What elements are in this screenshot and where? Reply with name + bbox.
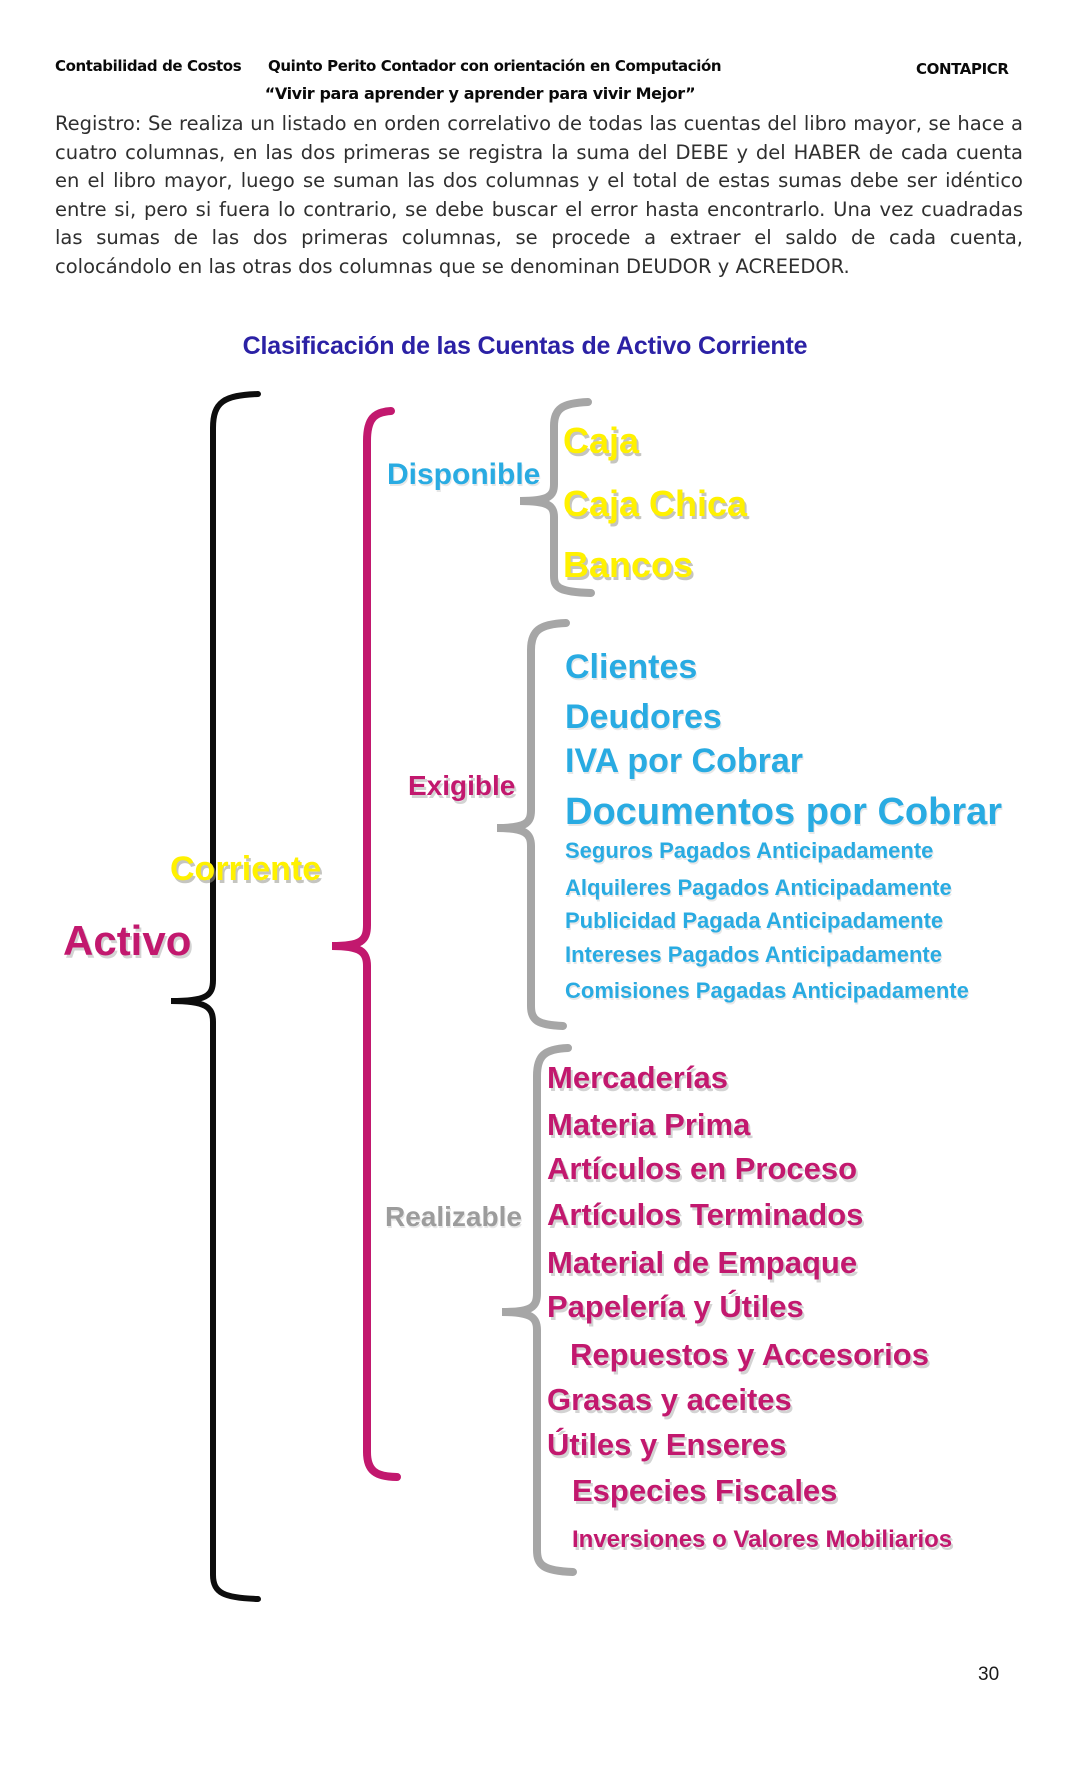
label-activo: Activo: [63, 917, 192, 964]
label-exigible: Exigible: [408, 770, 516, 801]
item-iva-por-cobrar: IVA por Cobrar: [565, 742, 804, 780]
item-grasas-y-aceites: Grasas y aceites: [547, 1382, 792, 1417]
label-realizable: Realizable: [385, 1201, 522, 1232]
header-course: Contabilidad de Costos: [55, 57, 242, 75]
item-material-de-empaque: Material de Empaque: [547, 1245, 858, 1280]
item-publicidad-pagada: Publicidad Pagada Anticipadamente: [565, 908, 944, 933]
header-program: Quinto Perito Contador con orientación e…: [268, 57, 722, 75]
item-articulos-en-proceso: Artículos en Proceso: [547, 1151, 858, 1186]
label-disponible: Disponible: [387, 458, 541, 491]
diagram-title: Clasificación de las Cuentas de Activo C…: [242, 332, 808, 360]
item-utiles-y-enseres: Útiles y Enseres: [547, 1427, 787, 1462]
item-deudores: Deudores: [565, 698, 722, 736]
item-repuestos-y-accesorios: Repuestos y Accesorios: [570, 1337, 929, 1372]
item-seguros-pagados: Seguros Pagados Anticipadamente: [565, 838, 934, 863]
activo-brace: [170, 391, 261, 1602]
item-inversiones-valores: Inversiones o Valores Mobiliarios: [572, 1526, 953, 1553]
item-papeleria-y-utiles: Papelería y Útiles: [547, 1289, 804, 1324]
corriente-brace: [331, 407, 401, 1481]
exigible-brace: [496, 619, 570, 1030]
header-brand: CONTAPICR: [916, 60, 1009, 78]
item-articulos-terminados: Artículos Terminados: [547, 1197, 864, 1232]
item-materia-prima: Materia Prima: [547, 1107, 751, 1142]
item-documentos-por-cobrar: Documentos por Cobrar: [565, 791, 1003, 833]
item-caja: Caja: [563, 420, 640, 461]
item-clientes: Clientes: [565, 648, 698, 686]
registro-paragraph: Registro: Se realiza un listado en orden…: [55, 112, 1023, 278]
item-caja-chica: Caja Chica: [563, 483, 748, 524]
item-bancos: Bancos: [563, 544, 694, 585]
item-mercaderias: Mercaderías: [547, 1060, 728, 1095]
page-number: 30: [978, 1664, 1000, 1685]
item-intereses-pagados: Intereses Pagados Anticipadamente: [565, 942, 942, 967]
item-comisiones-pagadas: Comisiones Pagadas Anticipadamente: [565, 978, 969, 1003]
item-alquileres-pagados: Alquileres Pagados Anticipadamente: [565, 875, 952, 900]
item-especies-fiscales: Especies Fiscales: [572, 1473, 838, 1508]
label-corriente: Corriente: [170, 850, 322, 888]
header-motto: “Vivir para aprender y aprender para viv…: [264, 84, 696, 103]
